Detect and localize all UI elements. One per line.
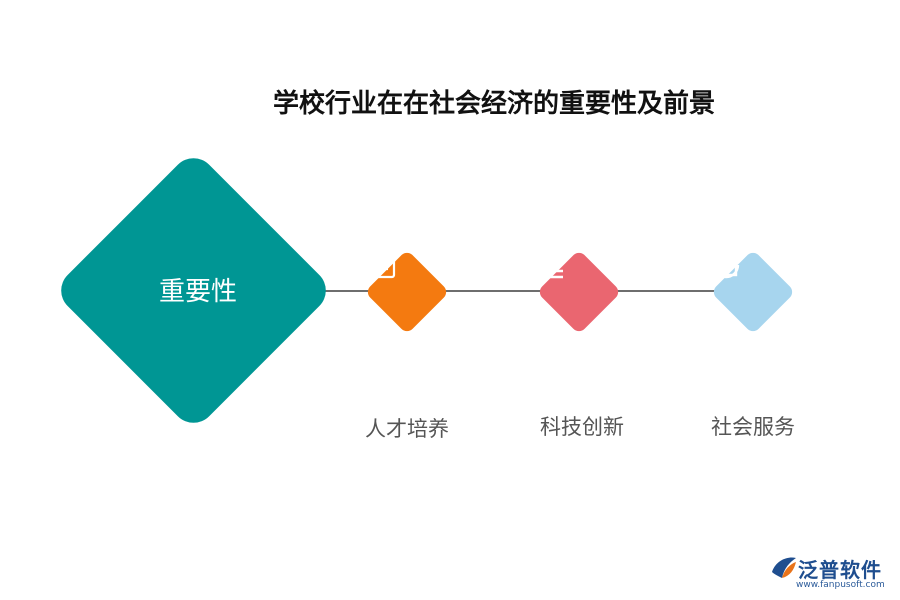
brand-name: 泛普软件 [798,558,882,582]
node-service [708,247,798,337]
diagram-title: 学校行业在在社会经济的重要性及前景 [272,89,715,119]
brand-logo-icon [772,557,796,578]
node-diamond [367,252,447,332]
node-service-label: 社会服务 [711,415,795,439]
brand-url: www.fanpusoft.com [796,580,885,590]
node-technology-label: 科技创新 [540,415,624,439]
node-diamond [539,252,619,332]
center-diamond [61,158,326,423]
download-icon [541,251,563,279]
document-icon [364,251,396,279]
center-label: 重要性 [158,277,237,307]
node-technology [534,247,624,337]
brand-watermark: 泛普软件 www.fanpusoft.com [768,552,896,596]
chart-icon [712,251,740,279]
connector-line [300,290,770,292]
node-diamond [713,252,793,332]
node-talent-label: 人才培养 [365,417,449,441]
node-talent [362,247,452,337]
